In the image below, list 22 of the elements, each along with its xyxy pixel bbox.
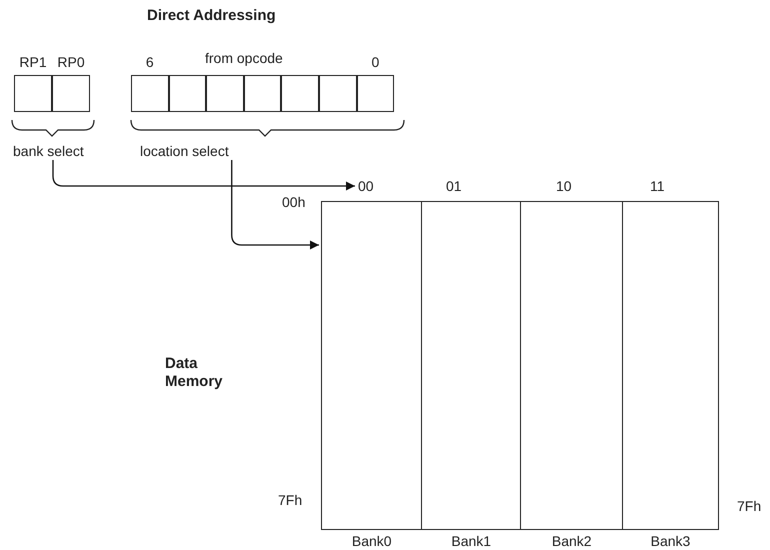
bit-label: RP1 — [18, 54, 48, 70]
bit-label: 0 — [370, 54, 380, 70]
bank-number: 00 — [358, 178, 374, 194]
select-label: location select — [140, 143, 229, 159]
bank-number: 01 — [446, 178, 462, 194]
address-label: 7Fh — [278, 492, 302, 508]
select-label: bank select — [13, 143, 84, 159]
bank-label: Bank3 — [650, 533, 692, 549]
arrow — [231, 160, 319, 250]
bank-label: Bank1 — [450, 533, 492, 549]
arrow — [52, 160, 355, 191]
bank-label: Bank2 — [550, 533, 593, 549]
diagram-title: Direct Addressing — [147, 8, 276, 24]
bank-label: Bank0 — [350, 533, 393, 549]
field-label: from opcode — [205, 50, 283, 66]
bit-label: 6 — [144, 54, 155, 70]
address-label: 00h — [282, 194, 306, 210]
bank-number: 10 — [556, 178, 572, 194]
bank-number: 11 — [650, 178, 665, 194]
address-label: 7Fh — [737, 498, 762, 514]
memory-heading: Data Memory — [165, 355, 224, 391]
bit-label: RP0 — [56, 54, 86, 70]
